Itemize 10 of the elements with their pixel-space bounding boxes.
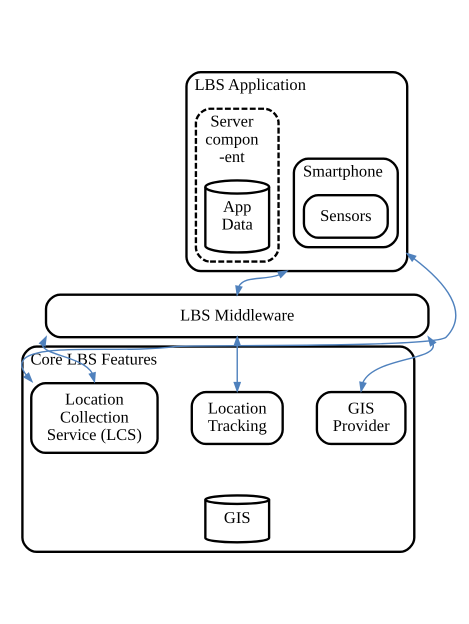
node-box: Location Collection Service (LCS) xyxy=(30,382,159,454)
node-box: LBS Middleware xyxy=(44,293,430,338)
arrow xyxy=(38,335,96,384)
arrow xyxy=(233,335,242,393)
arrow xyxy=(235,270,289,297)
node-box: Sensors xyxy=(302,194,389,239)
arrow xyxy=(359,335,437,393)
node-box: GIS Provider xyxy=(316,390,407,446)
node-box: Location Tracking xyxy=(190,390,284,446)
arrow xyxy=(22,252,456,384)
